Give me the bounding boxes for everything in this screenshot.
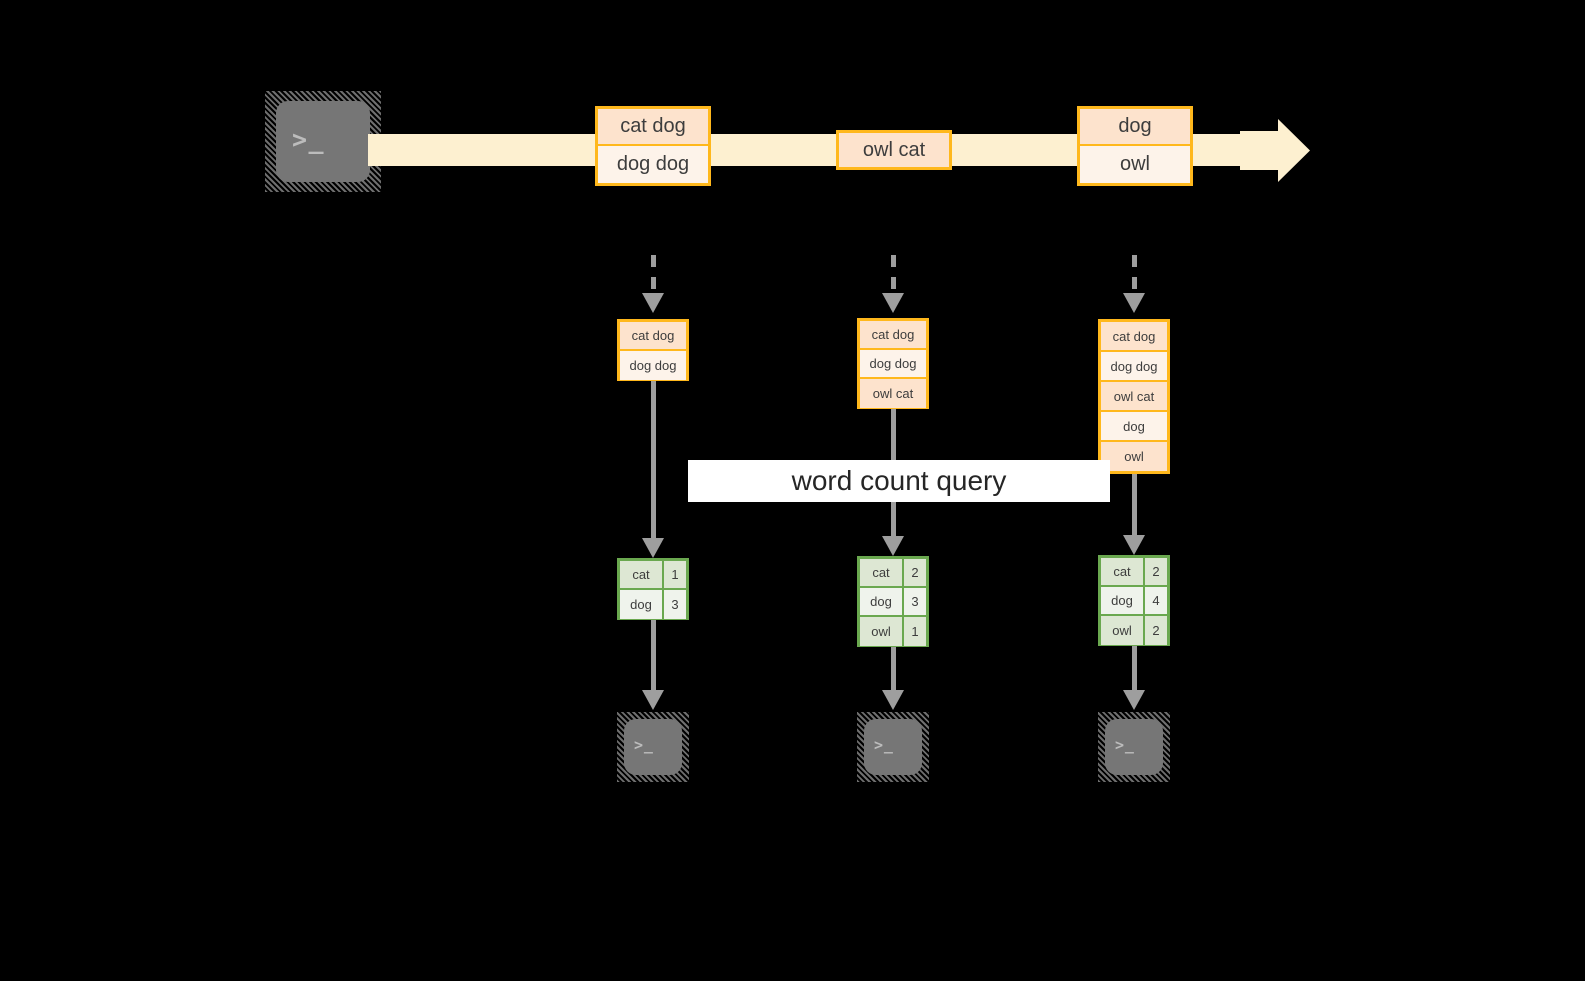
snapshot-input-message[interactable]: owl cat [860, 379, 926, 408]
snapshot-1-result-table[interactable]: cat 1 dog 3 [617, 558, 689, 620]
snapshot-1-query-connector [651, 381, 656, 546]
snapshot-1-dashed-arrowhead [642, 293, 664, 313]
snapshot-3-dashed-connector [1132, 255, 1137, 295]
result-word: cat [1101, 558, 1145, 585]
snapshot-2-result-table[interactable]: cat 2 dog 3 owl 1 [857, 556, 929, 647]
result-count: 3 [904, 588, 926, 615]
snapshot-3-query-arrowhead [1123, 535, 1145, 555]
result-row[interactable]: owl 2 [1101, 616, 1167, 645]
result-word: dog [1101, 587, 1145, 614]
snapshot-2-dashed-connector [891, 255, 896, 295]
query-label: word count query [791, 465, 1007, 496]
terminal-body [864, 719, 922, 775]
snapshot-input-message[interactable]: dog [1101, 412, 1167, 442]
result-row[interactable]: dog 3 [860, 588, 926, 617]
snapshot-input-message[interactable]: cat dog [860, 321, 926, 350]
result-row[interactable]: cat 1 [620, 561, 686, 590]
snapshot-1-consumer-terminal-icon: >_ [617, 712, 689, 782]
result-count: 4 [1145, 587, 1167, 614]
snapshot-1-input-stack[interactable]: cat dog dog dog [617, 319, 689, 381]
result-word: cat [860, 559, 904, 586]
result-count: 1 [904, 617, 926, 646]
stream-batch-2[interactable]: owl cat [836, 130, 952, 170]
stream-arrow-right-icon [1240, 119, 1310, 182]
snapshot-3-result-table[interactable]: cat 2 dog 4 owl 2 [1098, 555, 1170, 646]
snapshot-input-message[interactable]: dog dog [860, 350, 926, 379]
snapshot-2-consumer-terminal-icon: >_ [857, 712, 929, 782]
snapshot-input-message[interactable]: dog dog [1101, 352, 1167, 382]
result-row[interactable]: cat 2 [1101, 558, 1167, 587]
stream-message[interactable]: cat dog [598, 109, 708, 146]
snapshot-3-query-connector [1132, 474, 1137, 544]
terminal-body [1105, 719, 1163, 775]
stream-message[interactable]: owl cat [839, 133, 949, 167]
stream-message[interactable]: dog dog [598, 146, 708, 183]
result-word: dog [860, 588, 904, 615]
result-row[interactable]: dog 4 [1101, 587, 1167, 616]
snapshot-input-message[interactable]: cat dog [620, 322, 686, 351]
snapshot-2-query-arrowhead [882, 536, 904, 556]
snapshot-3-input-stack[interactable]: cat dog dog dog owl cat dog owl [1098, 319, 1170, 474]
terminal-body [276, 101, 370, 182]
terminal-prompt-glyph: >_ [292, 125, 326, 154]
result-word: dog [620, 590, 664, 619]
terminal-body [624, 719, 682, 775]
stream-message[interactable]: owl [1080, 146, 1190, 183]
snapshot-2-output-connector [891, 647, 896, 698]
snapshot-input-message[interactable]: owl [1101, 442, 1167, 471]
stream-message[interactable]: dog [1080, 109, 1190, 146]
terminal-prompt-glyph: >_ [634, 736, 654, 754]
stream-batch-1[interactable]: cat dog dog dog [595, 106, 711, 186]
terminal-prompt-glyph: >_ [874, 736, 894, 754]
snapshot-2-output-arrowhead [882, 690, 904, 710]
result-row[interactable]: cat 2 [860, 559, 926, 588]
snapshot-3-output-connector [1132, 646, 1137, 698]
result-word: cat [620, 561, 664, 588]
snapshot-input-message[interactable]: dog dog [620, 351, 686, 380]
query-band: word count query [688, 460, 1110, 502]
producer-terminal-icon: >_ [265, 91, 381, 192]
result-row[interactable]: dog 3 [620, 590, 686, 619]
result-count: 2 [904, 559, 926, 586]
result-count: 3 [664, 590, 686, 619]
snapshot-1-query-arrowhead [642, 538, 664, 558]
result-count: 1 [664, 561, 686, 588]
stream-batch-3[interactable]: dog owl [1077, 106, 1193, 186]
snapshot-3-consumer-terminal-icon: >_ [1098, 712, 1170, 782]
snapshot-3-dashed-arrowhead [1123, 293, 1145, 313]
snapshot-2-dashed-arrowhead [882, 293, 904, 313]
result-row[interactable]: owl 1 [860, 617, 926, 646]
result-word: owl [860, 617, 904, 646]
snapshot-2-input-stack[interactable]: cat dog dog dog owl cat [857, 318, 929, 409]
snapshot-input-message[interactable]: cat dog [1101, 322, 1167, 352]
snapshot-input-message[interactable]: owl cat [1101, 382, 1167, 412]
result-count: 2 [1145, 616, 1167, 645]
snapshot-1-output-arrowhead [642, 690, 664, 710]
result-word: owl [1101, 616, 1145, 645]
snapshot-1-dashed-connector [651, 255, 656, 295]
snapshot-3-output-arrowhead [1123, 690, 1145, 710]
result-count: 2 [1145, 558, 1167, 585]
terminal-prompt-glyph: >_ [1115, 736, 1135, 754]
snapshot-1-output-connector [651, 620, 656, 698]
